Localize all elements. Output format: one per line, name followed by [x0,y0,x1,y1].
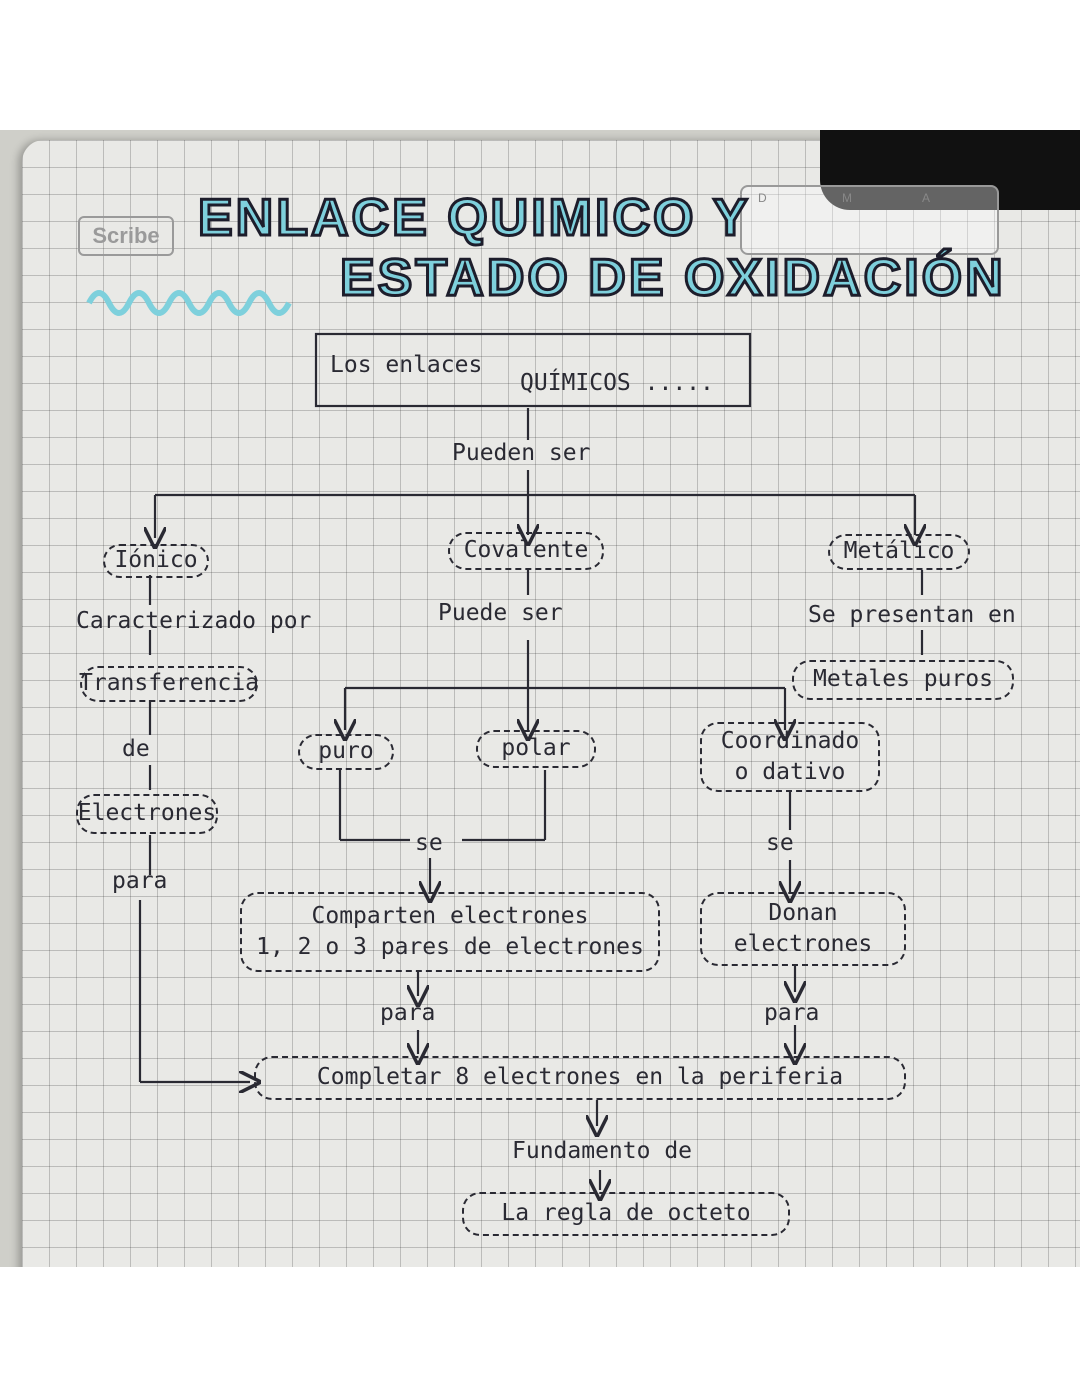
node-coordinado-o-dativo: Coordinado o dativo [700,722,880,792]
date-box: D M A [740,185,999,255]
decorative-squiggle [86,290,292,316]
node-metales-puros: Metales puros [792,660,1014,700]
node-completar-8-electrones: Completar 8 electrones en la periferia [254,1056,906,1100]
label-pueden-ser: Pueden ser [452,440,591,466]
node-electrones: Electrones [76,794,218,834]
node-comparten-electrones: Comparten electrones 1, 2 o 3 pares de e… [240,892,660,972]
node-covalente: Covalente [448,532,604,570]
node-transferencia: Transferencia [79,666,259,702]
node-regla-de-octeto: La regla de octeto [462,1192,790,1236]
date-label-year: A [922,191,931,205]
label-se-right: se [766,830,794,856]
node-metalico: Metálico [828,534,970,570]
diagram-connectors [138,332,1080,1267]
label-fundamento-de: Fundamento de [512,1138,693,1164]
brand-logo: Scribe [78,216,174,256]
notebook-photo: D M A Scribe ENLACE QUIMICO Y ESTADO DE … [0,130,1080,1267]
node-polar: polar [476,730,596,768]
label-para-middle: para [380,1000,436,1026]
title-line-2: ESTADO DE OXIDACIÓN [339,248,1006,309]
title-line-1: ENLACE QUIMICO Y [197,188,751,249]
date-label-month: M [842,191,852,205]
node-donan-electrones: Donan electrones [700,892,906,966]
label-para-left: para [112,868,168,894]
node-puro: puro [298,734,394,770]
label-puede-ser: Puede ser [438,600,563,626]
notebook-page [22,140,1080,1267]
root-text-line-1: Los enlaces [330,352,483,378]
label-se-presentan-en: Se presentan en [808,602,1016,628]
date-label-day: D [758,191,767,205]
label-de: de [122,736,150,762]
binder-clip [820,130,1080,210]
label-para-right: para [764,1000,820,1026]
label-se-middle: se [415,830,443,856]
root-text-line-2: QUÍMICOS ..... [520,370,714,396]
label-caracterizado-por: Caracterizado por [76,608,312,634]
node-ionico: Iónico [103,544,209,578]
